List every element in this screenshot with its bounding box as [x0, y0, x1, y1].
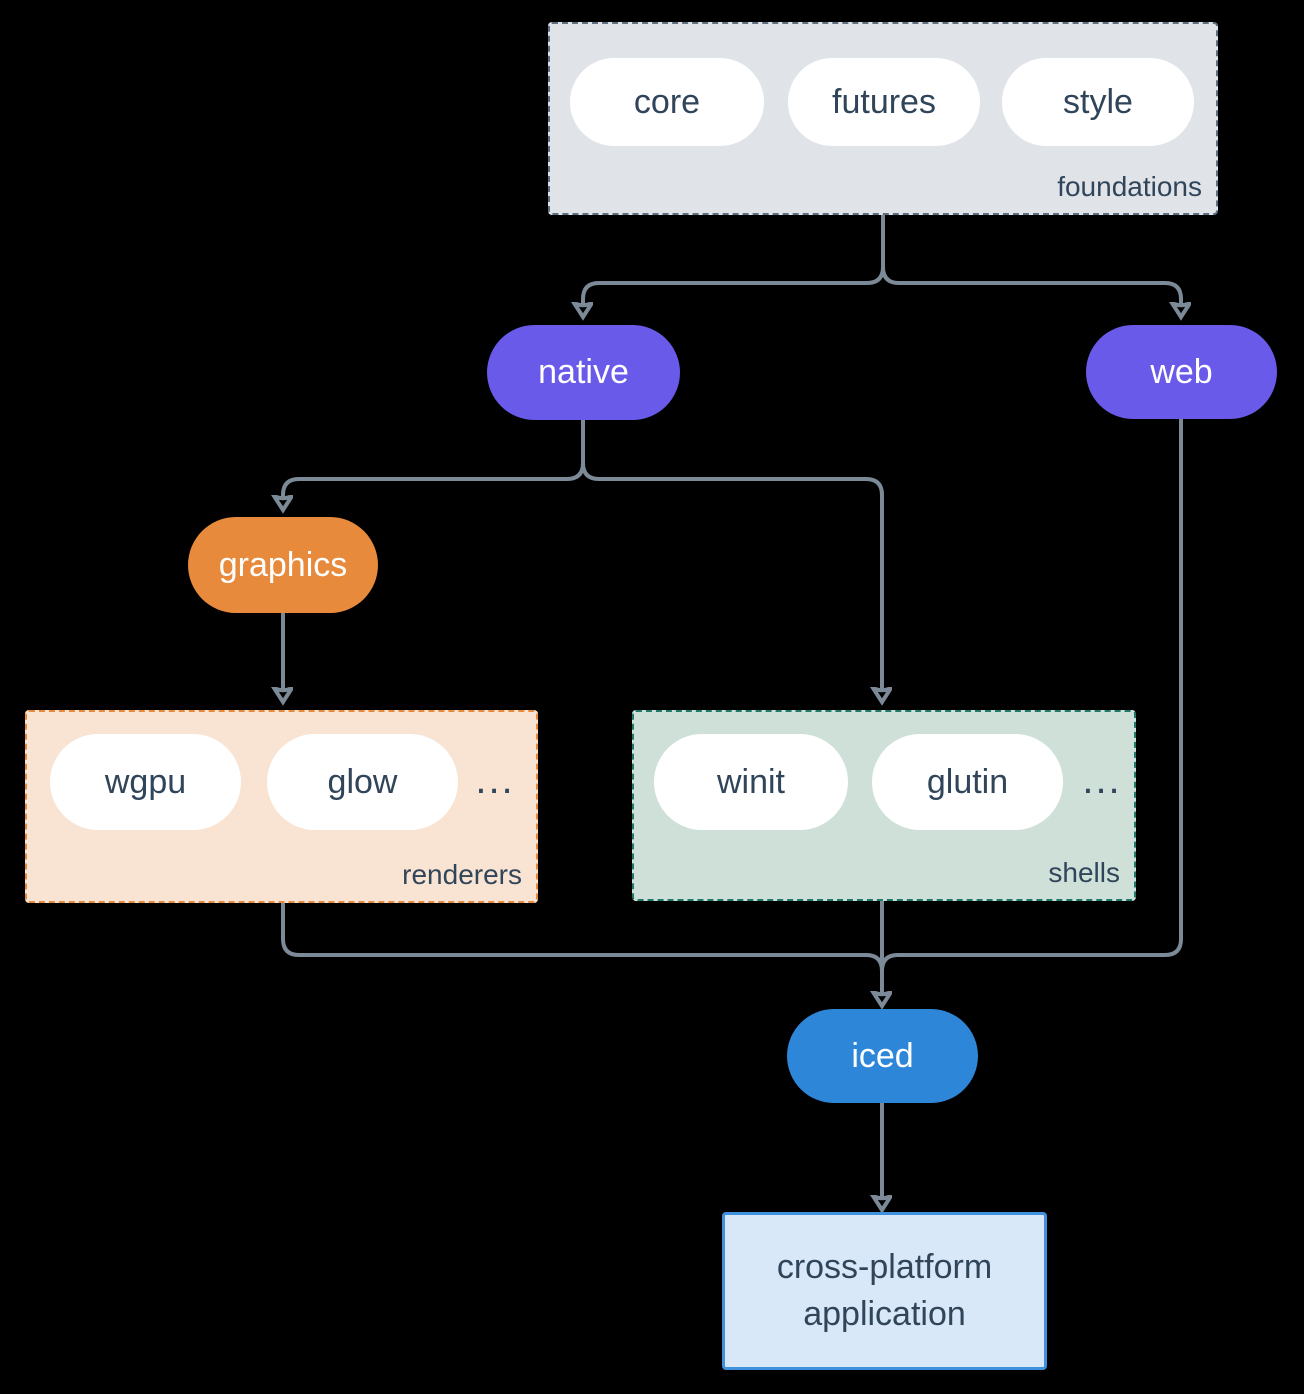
node-glow: glow — [267, 734, 458, 830]
node-core: core — [570, 58, 764, 146]
edge-native-shells — [581, 420, 882, 691]
node-native: native — [487, 325, 680, 420]
group-foundations: core futures style foundations — [548, 22, 1218, 215]
node-glutin: glutin — [872, 734, 1063, 830]
edge-native-graphics — [283, 420, 585, 499]
group-shells: winit glutin ... shells — [632, 710, 1136, 901]
application-label-line1: cross-platform — [776, 1248, 993, 1286]
edge-renderers-iced — [281, 903, 884, 972]
shells-ellipsis: ... — [1082, 758, 1122, 802]
node-winit: winit — [654, 734, 848, 830]
node-graphics: graphics — [188, 517, 378, 613]
application-label-line2: application — [803, 1295, 966, 1333]
renderers-ellipsis: ... — [475, 758, 515, 802]
node-web: web — [1086, 325, 1277, 419]
node-style: style — [1002, 58, 1194, 146]
renderers-label: renderers — [402, 859, 522, 890]
node-futures: futures — [788, 58, 980, 146]
group-renderers: wgpu glow ... renderers — [25, 710, 538, 903]
foundations-label: foundations — [1057, 171, 1202, 202]
edge-foundations-native — [583, 215, 885, 306]
node-iced: iced — [787, 1009, 978, 1103]
shells-label: shells — [1048, 857, 1120, 888]
node-application: cross-platform application — [722, 1212, 1047, 1370]
edge-foundations-web — [881, 215, 1181, 306]
node-wgpu: wgpu — [50, 734, 241, 830]
